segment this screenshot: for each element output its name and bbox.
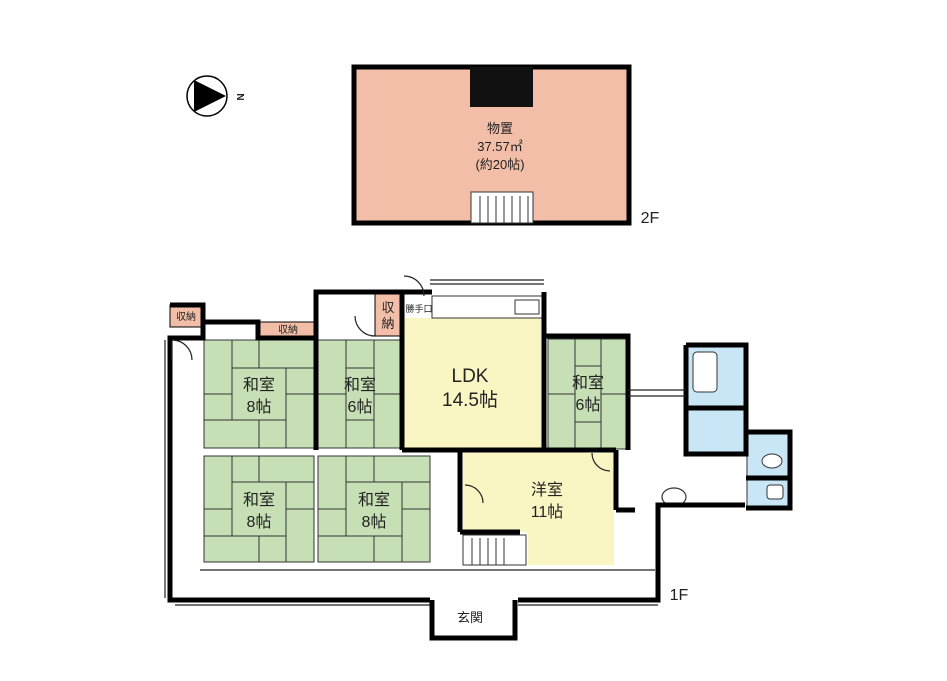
storage-room-void [470,67,533,107]
room-size: 14.5帖 [442,389,498,411]
room-size: 6帖 [348,398,373,416]
ldk: 勝手口 LDK 14.5帖 [403,295,545,450]
stairs-1f [462,534,527,566]
toilet-icon [761,453,783,469]
washroom [687,409,745,453]
entrance: 玄関 [429,600,518,641]
wet-area [661,346,789,507]
room-size: 8帖 [247,398,272,416]
room-name: 和室 [243,376,275,394]
doors [171,275,611,504]
room-size: 11帖 [531,503,564,521]
floor1-label: 1F [670,587,689,604]
storage-stair-treads [479,196,529,223]
ldk-area [403,318,545,450]
bathtub-icon [692,351,718,393]
floor2-label: 2F [641,210,660,227]
toilet-2-icon [766,484,784,500]
yoshitsu: 洋室 11帖 [462,453,614,566]
room-name: 和室 [243,491,275,509]
entrance-label: 玄関 [457,610,483,625]
storage-stairs [470,191,534,224]
room-name: 洋室 [531,481,563,499]
washitsu-b: 和室 6帖 [317,339,403,449]
storage-room-area: 37.57㎡ [477,139,523,154]
room-name: 和室 [572,374,604,392]
room-size: 8帖 [362,513,387,531]
room-size: 8帖 [247,513,272,531]
storage-room-name: 物置 [487,121,513,136]
compass: N [186,75,245,117]
stair-treads [471,538,505,565]
washitsu-a: 和室 8帖 [203,339,315,449]
storage-room-tatami: (約20帖) [475,157,524,172]
room-name: 和室 [358,491,390,509]
katteguchi-label: 勝手口 [405,303,432,314]
kitchen-sink [514,299,540,315]
floor2-storage-room: 物置 37.57㎡ (約20帖) [351,64,632,226]
storage-top-label-2: 納 [381,316,394,331]
walls [167,289,793,603]
washitsu-e: 和室 6帖 [547,338,629,450]
floor1: 収納 収納 収 納 和室 8帖 和室 [164,275,793,641]
windows [164,279,686,606]
storage-top-label-1: 収 [381,300,394,315]
washitsu-c: 和室 8帖 [203,455,315,563]
storage-mid-label: 収納 [278,323,298,336]
room-name: 和室 [344,376,376,394]
room-size: 6帖 [576,396,601,414]
washitsu-d: 和室 8帖 [317,455,431,563]
yoshitsu-area [463,453,614,565]
room-name: LDK [452,366,489,387]
storage-left-label: 収納 [176,310,196,323]
compass-label: N [234,93,245,100]
north-arrow-icon [194,80,226,112]
